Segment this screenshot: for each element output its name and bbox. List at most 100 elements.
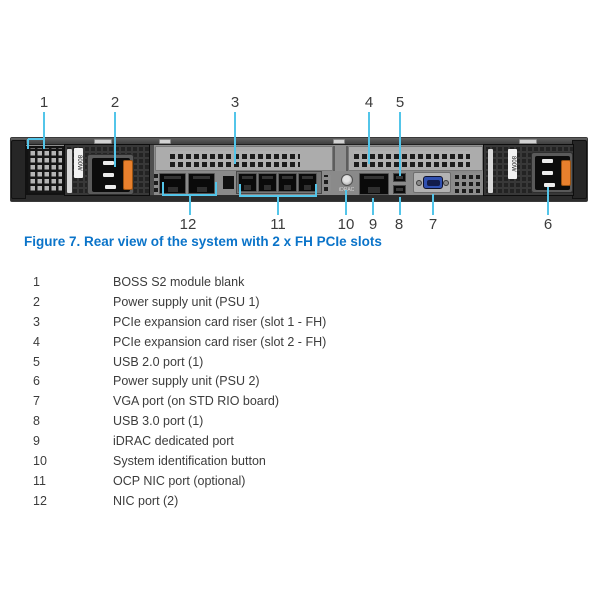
psu-2: 800W (483, 144, 574, 196)
psu-handle (488, 149, 493, 193)
vent-holes (455, 173, 481, 193)
ocp-nic-port-4 (298, 173, 317, 192)
legend-row: 4 PCIe expansion card riser (slot 2 - FH) (33, 332, 573, 352)
connector-blank (223, 176, 234, 189)
ocp-nic-port-3 (278, 173, 297, 192)
socket-pin (542, 159, 553, 163)
callout-6: 6 (543, 216, 553, 233)
legend-item-description: PCIe expansion card riser (slot 1 - FH) (113, 314, 327, 329)
psu-2-power-socket (531, 152, 573, 193)
system-id-button (341, 174, 353, 186)
legend-item-description: NIC port (2) (113, 493, 179, 508)
legend-row: 8 USB 3.0 port (1) (33, 411, 573, 431)
nic-port-1 (159, 173, 186, 194)
chassis-top-rail (11, 138, 587, 145)
release-latch (94, 139, 112, 144)
legend-item-number: 10 (33, 453, 47, 468)
psu-1-power-socket (87, 154, 134, 195)
legend-item-number: 4 (33, 334, 40, 349)
legend-item-number: 9 (33, 434, 40, 449)
legend-item-description: iDRAC dedicated port (113, 434, 234, 449)
legend-row: 10 System identification button (33, 451, 573, 471)
psu-wattage-label: 800W (508, 149, 517, 179)
slot-2-vent-holes (354, 151, 470, 167)
socket-pin (544, 183, 555, 187)
callout-4: 4 (364, 94, 374, 111)
idrac-port-label: iDRAC (339, 187, 355, 193)
rack-ear-left (11, 140, 26, 199)
ocp-nic-port-2 (258, 173, 277, 192)
legend-item-number: 12 (33, 493, 47, 508)
legend-row: 5 USB 2.0 port (1) (33, 352, 573, 372)
slot-1-vent-holes (170, 151, 300, 167)
vga-bracket (413, 172, 451, 193)
vga-screw (443, 180, 449, 186)
vent-holes (324, 175, 331, 191)
legend-item-description: Power supply unit (PSU 2) (113, 374, 260, 389)
socket-pin (542, 171, 553, 175)
legend-item-description: System identification button (113, 453, 266, 468)
callout-11: 11 (270, 216, 286, 233)
legend-item-description: VGA port (on STD RIO board) (113, 394, 280, 409)
psu-handle (67, 149, 72, 193)
release-latch (159, 139, 171, 144)
callout-9: 9 (368, 216, 378, 233)
legend-item-number: 1 (33, 274, 40, 289)
callout-12: 12 (179, 216, 197, 233)
legend-item-description: USB 2.0 port (1) (113, 354, 204, 369)
ocp-nic-port-1 (238, 173, 257, 192)
release-latch (519, 139, 537, 144)
callout-2: 2 (110, 94, 120, 111)
psu-wattage-label: 800W (74, 148, 83, 178)
server-rear-view: 800W iDRAC (10, 137, 588, 202)
legend-row: 6 Power supply unit (PSU 2) (33, 371, 573, 391)
socket-pin (105, 185, 116, 189)
release-latch (333, 139, 345, 144)
legend-item-number: 8 (33, 414, 40, 429)
psu-1: 800W (64, 144, 150, 196)
socket-pin (103, 173, 114, 177)
legend-item-description: PCIe expansion card riser (slot 2 - FH) (113, 334, 327, 349)
legend-item-number: 6 (33, 374, 40, 389)
usb-2-port (393, 173, 406, 182)
socket-pin (103, 161, 114, 165)
boss-s2-module-blank (26, 146, 64, 195)
legend-item-description: OCP NIC port (optional) (113, 473, 246, 488)
chassis-divider (150, 145, 154, 195)
legend-row: 11 OCP NIC port (optional) (33, 471, 573, 491)
legend-item-number: 11 (33, 473, 46, 488)
callout-8: 8 (394, 216, 404, 233)
callout-3: 3 (230, 94, 240, 111)
idrac-dedicated-port (359, 173, 389, 195)
legend-item-description: USB 3.0 port (1) (113, 414, 204, 429)
legend-item-number: 7 (33, 394, 40, 409)
legend-row: 3 PCIe expansion card riser (slot 1 - FH) (33, 312, 573, 332)
vga-pin-area (427, 180, 440, 186)
callout-5: 5 (395, 94, 405, 111)
rack-ear-right (572, 140, 587, 199)
vga-screw (416, 180, 422, 186)
legend-item-number: 5 (33, 354, 40, 369)
pcie-riser-slot-2 (348, 146, 483, 171)
callout-7: 7 (428, 216, 438, 233)
legend-row: 1 BOSS S2 module blank (33, 272, 573, 292)
psu-release-latch (561, 160, 571, 186)
legend-item-description: BOSS S2 module blank (113, 274, 245, 289)
io-row: iDRAC (154, 171, 483, 195)
legend-item-number: 3 (33, 314, 40, 329)
legend-row: 9 iDRAC dedicated port (33, 431, 573, 451)
psu-release-latch (123, 160, 133, 190)
vent-holes (154, 174, 162, 192)
legend-item-description: Power supply unit (PSU 1) (113, 294, 260, 309)
pcie-riser-slot-1 (155, 146, 333, 171)
riser-hinge (333, 146, 348, 171)
usb-3-port (393, 185, 406, 194)
callout-1: 1 (39, 94, 49, 111)
vga-port (423, 176, 443, 189)
callout-10: 10 (337, 216, 355, 233)
legend-row: 7 VGA port (on STD RIO board) (33, 391, 573, 411)
nic-port-2 (188, 173, 215, 194)
